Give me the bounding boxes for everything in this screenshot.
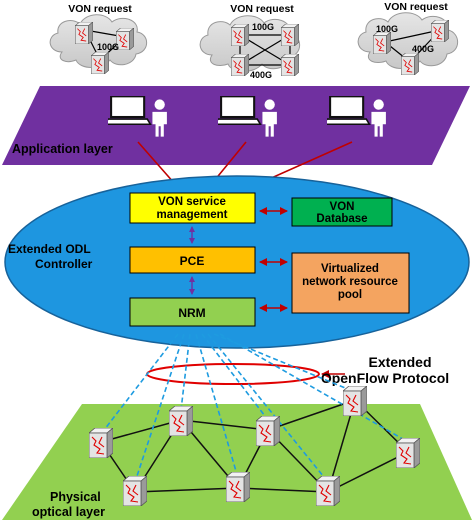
pce-label: PCE	[180, 254, 205, 268]
von-service-label: management	[157, 209, 228, 221]
resource-pool-label: pool	[338, 289, 362, 301]
bandwidth-label: 100G	[252, 22, 274, 32]
optical-switch-icon	[226, 472, 250, 502]
resource-pool-box	[291, 252, 410, 314]
resource-pool-label: network resource	[302, 276, 398, 288]
optical-switch-icon	[343, 386, 367, 416]
controller-label: Controller	[35, 257, 93, 271]
optical-switch-icon	[89, 428, 113, 458]
optical-switch-icon	[169, 406, 193, 436]
physical-layer-plane	[2, 404, 472, 520]
openflow-protocol: Extended OpenFlow Protocol	[146, 354, 449, 386]
bandwidth-label: 400G	[250, 70, 272, 80]
nrm-box	[129, 297, 256, 327]
von-database-label: VON	[330, 201, 355, 213]
optical-switch-icon	[256, 416, 280, 446]
application-layer: Application layer	[2, 86, 470, 165]
von-request-title: VON request	[230, 3, 294, 15]
application-layer-label: Application layer	[12, 142, 113, 156]
optical-switch-icon	[316, 476, 340, 506]
von-request-title: VON request	[68, 3, 132, 15]
physical-layer-label: optical layer	[32, 505, 105, 519]
odl-controller: Extended ODL Controller VON service mana…	[4, 175, 470, 349]
von-service-label: VON service	[158, 196, 226, 208]
von-database-label: Database	[316, 213, 367, 225]
von-request-title: VON request	[384, 1, 448, 13]
cloud-shape	[49, 14, 148, 68]
physical-layer-label: Physical	[50, 490, 101, 504]
bandwidth-label: 100G	[97, 42, 119, 52]
control-links	[100, 333, 409, 483]
optical-switch-icon	[123, 476, 147, 506]
pce-box	[129, 246, 256, 274]
von-service-management-box	[129, 192, 256, 224]
resource-pool-label: Virtualized	[321, 263, 379, 275]
physical-layer: Physical optical layer	[2, 333, 472, 520]
nrm-label: NRM	[178, 306, 205, 320]
bandwidth-label: 100G	[376, 24, 398, 34]
von-request-3: VON request 100G 400G	[357, 1, 459, 75]
protocol-label: Extended	[368, 354, 431, 370]
controller-label: Extended ODL	[8, 242, 91, 256]
von-request-2: VON request 100G 400G	[199, 3, 301, 80]
von-request-1: VON request 100G	[49, 3, 148, 74]
bandwidth-label: 400G	[412, 44, 434, 54]
optical-switch-icon	[396, 438, 420, 468]
von-database-box	[291, 197, 393, 227]
protocol-label: OpenFlow Protocol	[321, 370, 449, 386]
